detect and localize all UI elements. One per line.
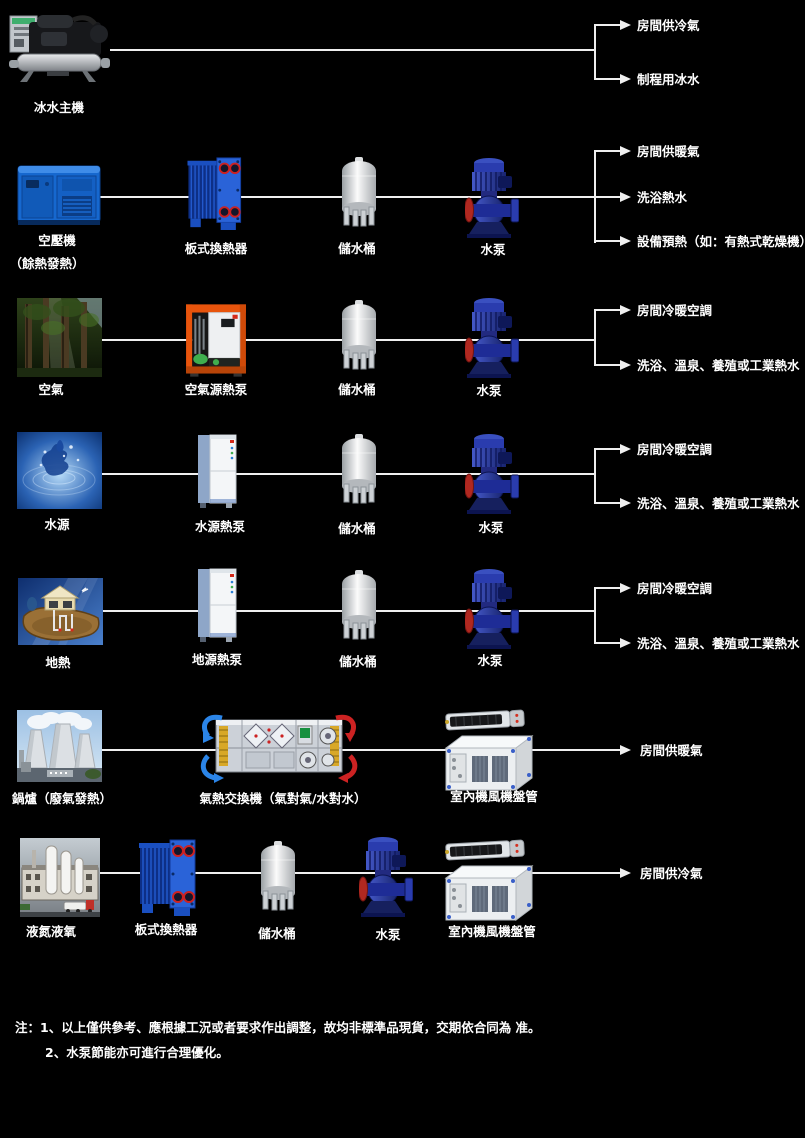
- storage-tank-label: 儲水桶: [258, 926, 296, 941]
- branch-vline: [594, 448, 596, 504]
- water-pump-label: 水泵: [480, 242, 506, 257]
- water-source-heat-pump-image: [196, 433, 238, 509]
- output-label: 房間冷暖空調: [637, 581, 713, 596]
- boiler-image: [17, 710, 102, 782]
- branch-arrow-line: [594, 24, 621, 26]
- arrowhead-icon: [620, 583, 631, 593]
- footnote-1: 注：1、以上僅供參考、應根據工況或者要求作出調整，故均非標準品現貨，交期依合同為…: [15, 1020, 541, 1035]
- water-pump-image: [465, 432, 519, 514]
- chiller-label: 冰水主機: [33, 100, 85, 115]
- indoor-fan-coil-label: 室內機風機盤管: [450, 789, 538, 804]
- indoor-fan-coil-label: 室內機風機盤管: [448, 924, 536, 939]
- air-heat-exchanger-label: 氣熱交換機（氣對氣/水對水）: [199, 791, 367, 806]
- output-label: 洗浴、溫泉、養殖或工業熱水: [637, 358, 800, 373]
- cryogenic-label: 液氮液氧: [25, 924, 77, 939]
- output-label: 房間供冷氣: [640, 866, 703, 881]
- storage-tank-image: [338, 570, 380, 640]
- branch-vline: [594, 24, 596, 80]
- arrowhead-icon: [620, 360, 631, 370]
- ground-source-heat-pump-label: 地源熱泵: [191, 652, 243, 667]
- output-label: 設備預熱（如：有熱式乾燥機）: [637, 234, 805, 249]
- arrowhead-icon: [620, 868, 631, 878]
- plate-heat-exchanger-image: [136, 838, 200, 916]
- arrowhead-icon: [620, 305, 631, 315]
- branch-arrow-line: [594, 309, 621, 311]
- arrowhead-icon: [620, 498, 631, 508]
- geothermal-image: [18, 578, 103, 645]
- branch-arrow-line: [594, 150, 621, 152]
- storage-tank-image: [338, 157, 380, 227]
- branch-arrow-line: [594, 196, 621, 198]
- water-source-heat-pump-label: 水源熱泵: [194, 519, 246, 534]
- storage-tank-image: [338, 300, 380, 370]
- arrowhead-icon: [620, 745, 631, 755]
- branch-arrow-line: [594, 240, 621, 242]
- branch-vline: [594, 309, 596, 366]
- air-label: 空氣: [38, 382, 64, 397]
- output-label: 房間冷暖空調: [637, 442, 713, 457]
- water-pump-label: 水泵: [478, 520, 504, 535]
- arrowhead-icon: [620, 444, 631, 454]
- output-label: 房間供冷氣: [637, 18, 700, 33]
- water-source-image: [17, 432, 102, 509]
- output-label: 房間供暖氣: [640, 743, 703, 758]
- arrowhead-icon: [620, 74, 631, 84]
- air-source-heat-pump-label: 空氣源熱泵: [184, 382, 248, 397]
- water-pump-image: [465, 156, 519, 238]
- ground-source-heat-pump-image: [196, 567, 238, 643]
- arrowhead-icon: [620, 236, 631, 246]
- output-label: 洗浴、溫泉、養殖或工業熱水: [637, 496, 800, 511]
- cryogenic-tanks-image: [20, 838, 100, 917]
- water-source-label: 水源: [44, 517, 70, 532]
- branch-arrow-line: [594, 642, 621, 644]
- storage-tank-label: 儲水桶: [338, 382, 376, 397]
- storage-tank-label: 儲水桶: [338, 521, 376, 536]
- footnote-2: 2、水泵節能亦可進行合理優化。: [45, 1045, 229, 1060]
- branch-arrow-line: [594, 78, 621, 80]
- arrowhead-icon: [620, 638, 631, 648]
- water-pump-image: [465, 296, 519, 378]
- forest-air-image: [17, 298, 102, 377]
- branch-vline: [594, 587, 596, 644]
- arrowhead-icon: [620, 146, 631, 156]
- plate-heat-exchanger-image: [183, 156, 247, 230]
- boiler-label: 鍋爐（廢氣發熱）: [11, 791, 113, 806]
- flow-line: [100, 749, 621, 751]
- water-pump-label: 水泵: [477, 653, 503, 668]
- branch-arrow-line: [594, 587, 621, 589]
- water-pump-label: 水泵: [476, 383, 502, 398]
- air-compressor-sublabel: （餘熱發熱）: [9, 256, 85, 271]
- air-compressor-label: 空壓機: [38, 233, 76, 248]
- plate-heat-exchanger-label: 板式換熱器: [184, 241, 248, 256]
- air-compressor-image: [16, 158, 102, 228]
- air-heat-exchanger-image: [198, 712, 360, 784]
- arrowhead-icon: [620, 20, 631, 30]
- output-label: 洗浴熱水: [637, 190, 688, 205]
- flow-line: [98, 872, 621, 874]
- water-pump-label: 水泵: [375, 927, 401, 942]
- output-label: 制程用冰水: [637, 72, 700, 87]
- storage-tank-label: 儲水桶: [339, 654, 377, 669]
- indoor-fan-coil-image: [440, 834, 534, 922]
- output-label: 洗浴、溫泉、養殖或工業熱水: [637, 636, 800, 651]
- output-label: 房間供暖氣: [637, 144, 700, 159]
- geothermal-label: 地熱: [45, 655, 71, 670]
- branch-arrow-line: [594, 502, 621, 504]
- chiller-image: [7, 10, 113, 83]
- water-pump-image: [359, 834, 413, 918]
- water-pump-image: [465, 567, 519, 649]
- indoor-fan-coil-image: [440, 704, 534, 792]
- storage-tank-image: [257, 841, 299, 911]
- storage-tank-image: [338, 434, 380, 504]
- storage-tank-label: 儲水桶: [338, 241, 376, 256]
- branch-arrow-line: [594, 448, 621, 450]
- air-source-heat-pump-image: [184, 302, 248, 378]
- flow-line: [110, 49, 596, 51]
- branch-arrow-line: [594, 364, 621, 366]
- output-label: 房間冷暖空調: [637, 303, 713, 318]
- plate-heat-exchanger-label: 板式換熱器: [134, 922, 198, 937]
- arrowhead-icon: [620, 192, 631, 202]
